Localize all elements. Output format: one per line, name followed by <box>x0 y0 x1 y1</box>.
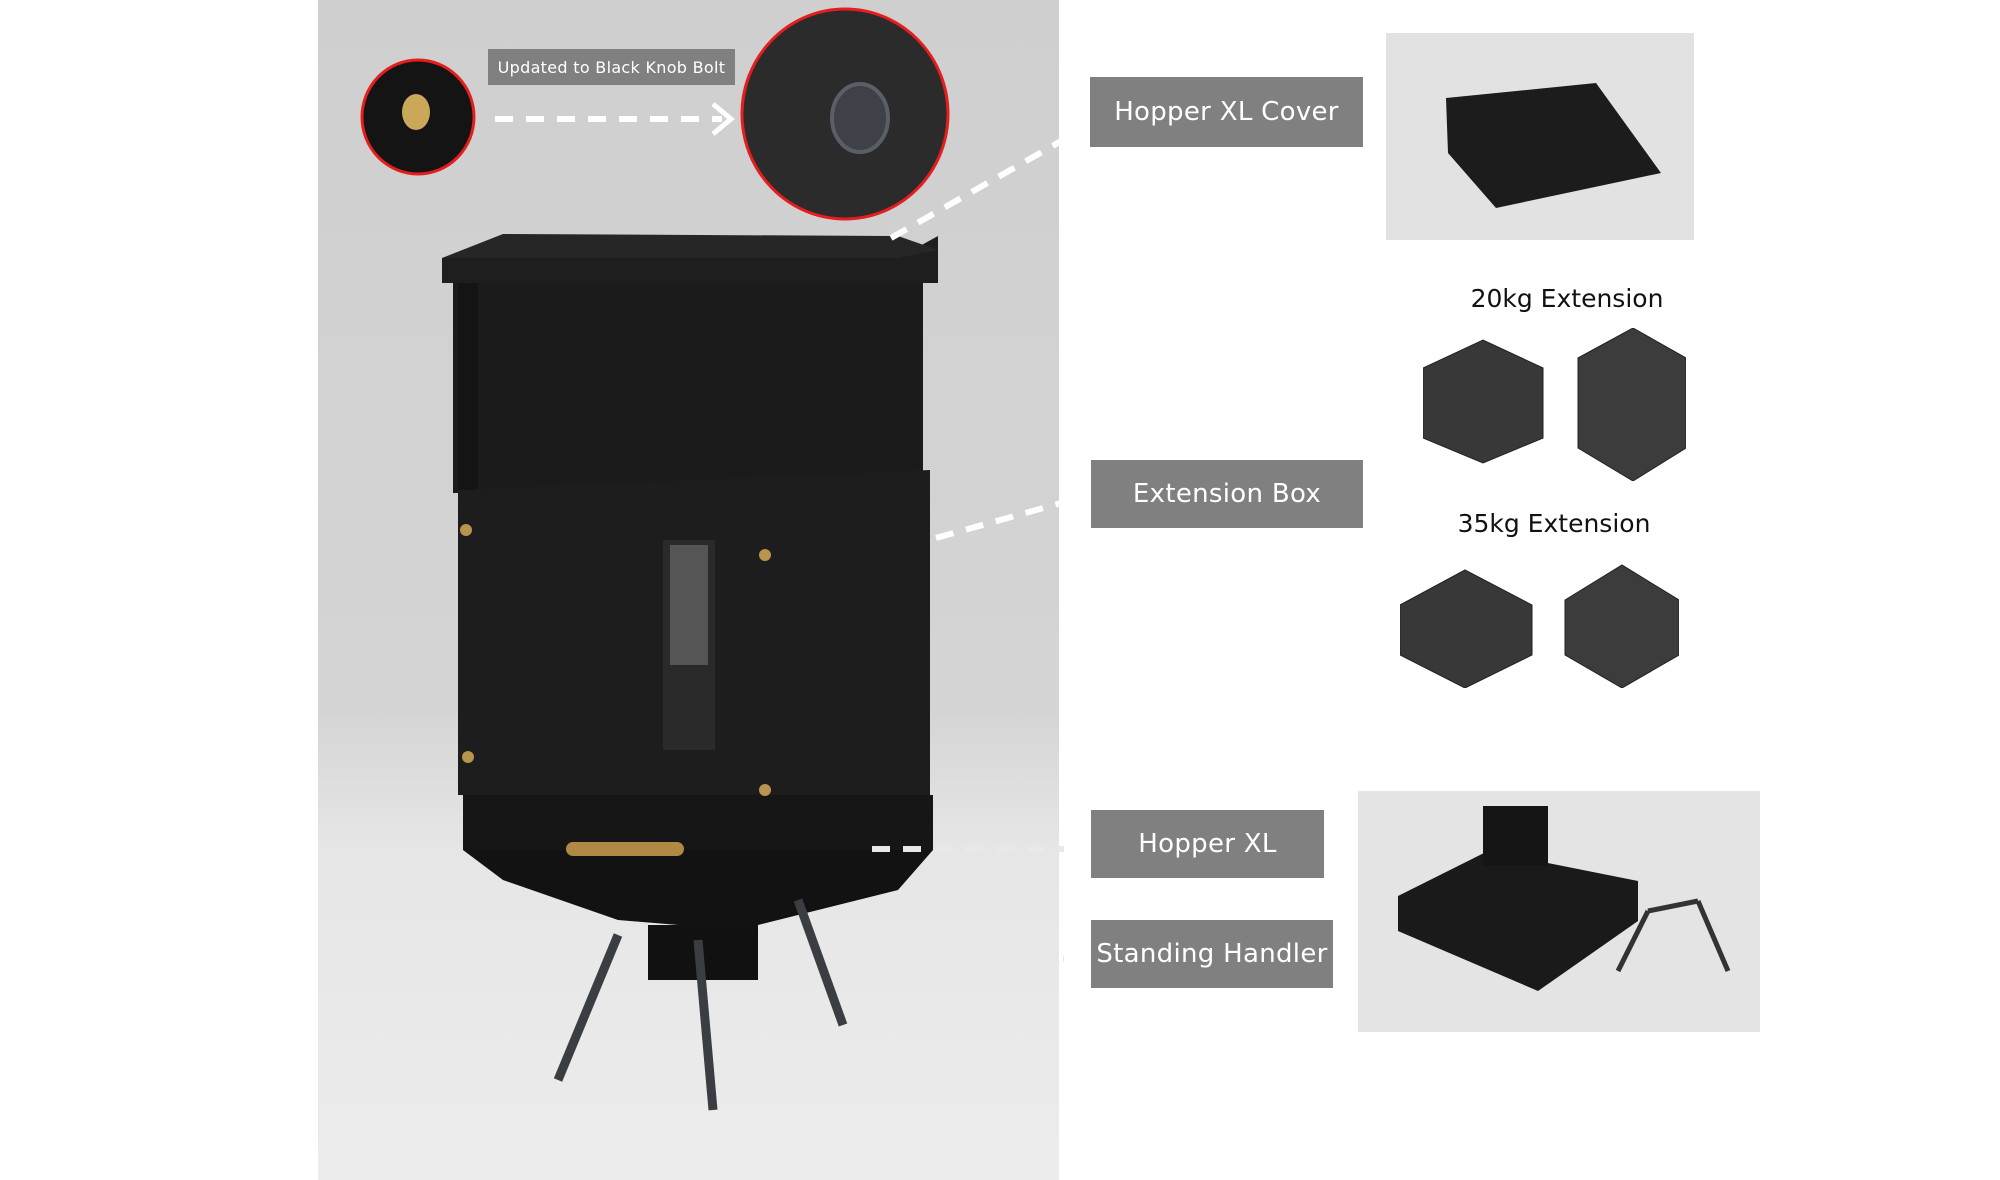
product-photo <box>318 0 1059 1180</box>
label-standing-handler: Standing Handler <box>1091 920 1333 988</box>
label-extension-box: Extension Box <box>1091 460 1363 528</box>
callout-label: Updated to Black Knob Bolt <box>488 49 735 85</box>
label-hopper-xl: Hopper XL <box>1091 810 1324 878</box>
extension-35kg-images <box>1400 560 1679 688</box>
caption-35kg: 35kg Extension <box>1457 509 1651 538</box>
hopper-illustration <box>442 234 938 1111</box>
caption-20kg: 20kg Extension <box>1470 284 1664 313</box>
label-hopper-xl-cover: Hopper XL Cover <box>1090 77 1363 147</box>
hopper-xl-photo <box>1358 791 1760 1032</box>
extension-20kg-images <box>1423 328 1686 481</box>
cover-photo <box>1386 33 1694 240</box>
